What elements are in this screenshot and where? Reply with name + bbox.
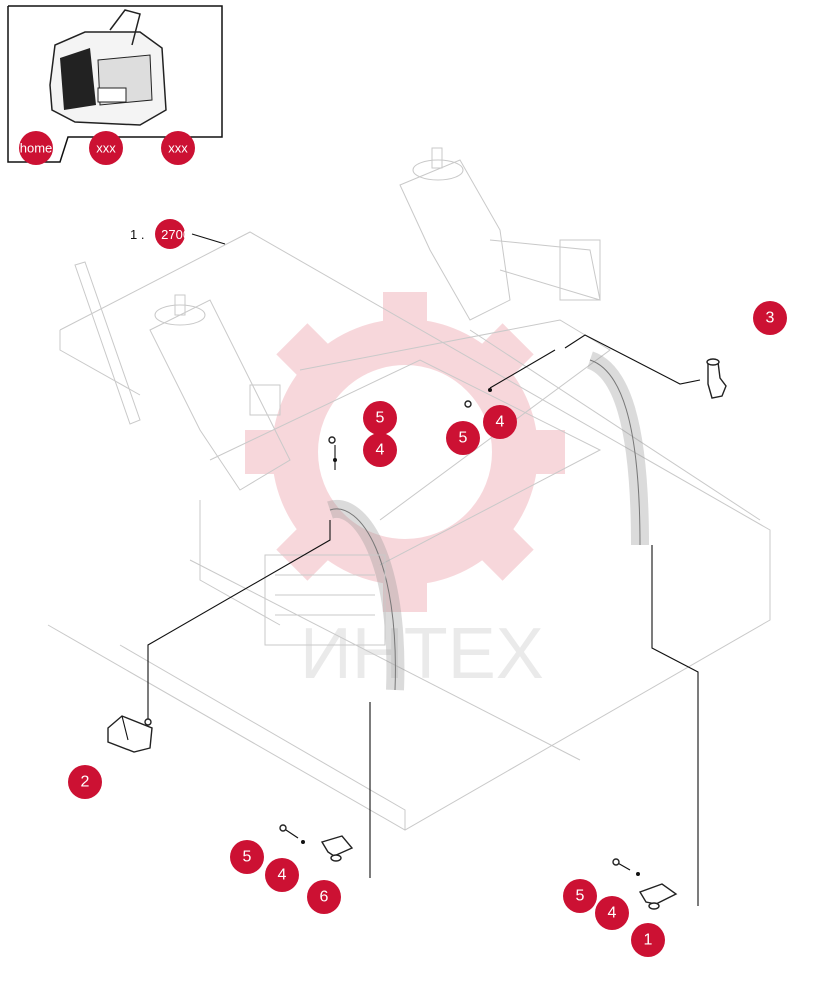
reference-label: 1 . 270 0 bbox=[130, 219, 190, 249]
callout-part-2[interactable]: 2 bbox=[68, 765, 102, 799]
nav-xxx-button-1[interactable]: xxx bbox=[89, 131, 123, 165]
leader-lines bbox=[147, 334, 701, 906]
callout-number: 1 bbox=[644, 932, 653, 949]
part-2-cover-plate bbox=[107, 715, 153, 753]
callout-part-4-top-right[interactable]: 4 bbox=[483, 405, 517, 439]
nav-xxx-label-2: xxx bbox=[168, 141, 188, 156]
air-ducts bbox=[264, 351, 649, 691]
callout-part-5-top-right[interactable]: 5 bbox=[446, 421, 480, 455]
nav-xxx-label-1: xxx bbox=[96, 141, 116, 156]
nav-home-button[interactable]: home bbox=[19, 131, 53, 165]
callout-number: 3 bbox=[766, 310, 775, 327]
callout-number: 4 bbox=[608, 905, 617, 922]
reference-code: 270 bbox=[161, 227, 183, 242]
callout-part-1[interactable]: 1 bbox=[631, 923, 665, 957]
watermark: ИНТЕХ bbox=[245, 292, 565, 694]
left-control-tower bbox=[74, 261, 291, 491]
callout-number: 4 bbox=[376, 442, 385, 459]
callout-part-3[interactable]: 3 bbox=[753, 301, 787, 335]
excavator-cab-thumbnail bbox=[49, 9, 167, 126]
part-1-bracket bbox=[638, 883, 678, 910]
callout-part-4-center[interactable]: 4 bbox=[363, 433, 397, 467]
nav-home-label: home bbox=[20, 141, 53, 156]
callout-part-5-bottom-right[interactable]: 5 bbox=[563, 879, 597, 913]
callout-number: 6 bbox=[320, 889, 329, 906]
nav-xxx-button-2[interactable]: xxx bbox=[161, 131, 195, 165]
watermark-text: ИНТЕХ bbox=[300, 614, 544, 694]
fasteners bbox=[279, 388, 640, 876]
callout-number: 4 bbox=[278, 867, 287, 884]
callout-part-4-bottom-left[interactable]: 4 bbox=[265, 858, 299, 892]
reference-prefix: 1 . bbox=[130, 227, 144, 242]
callout-part-6[interactable]: 6 bbox=[307, 880, 341, 914]
callout-number: 5 bbox=[376, 410, 385, 427]
callout-part-5-center[interactable]: 5 bbox=[363, 401, 397, 435]
right-control-tower bbox=[399, 147, 601, 321]
callout-number: 5 bbox=[576, 888, 585, 905]
callout-number: 5 bbox=[459, 430, 468, 447]
reference-marker bbox=[155, 219, 185, 249]
callout-number: 2 bbox=[81, 774, 90, 791]
reference-suffix: 0 bbox=[183, 227, 190, 242]
part-3-elbow-pipe bbox=[706, 358, 727, 399]
callout-number: 5 bbox=[243, 849, 252, 866]
callout-part-5-bottom-left[interactable]: 5 bbox=[230, 840, 264, 874]
callout-part-4-bottom-right[interactable]: 4 bbox=[595, 896, 629, 930]
thumbnail-box bbox=[7, 5, 223, 163]
part-6-bracket bbox=[320, 835, 354, 862]
reference-leader bbox=[191, 233, 226, 245]
callout-number: 4 bbox=[496, 414, 505, 431]
